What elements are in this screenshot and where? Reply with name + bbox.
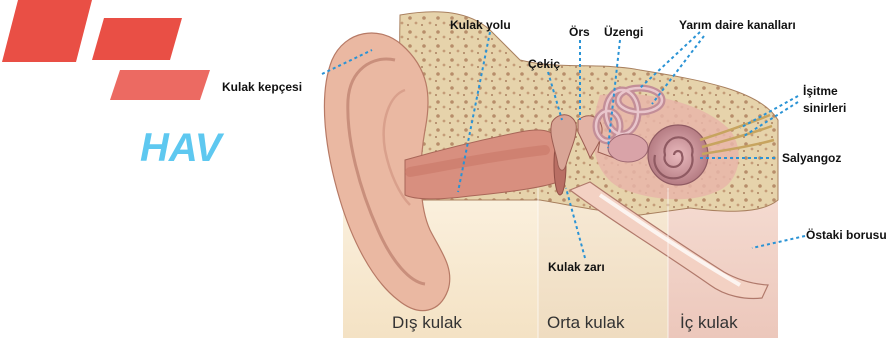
label-isitme-line2: sinirleri	[803, 101, 846, 115]
section-label-dis-kulak: Dış kulak	[392, 313, 462, 333]
label-uzengi: Üzengi	[604, 25, 643, 39]
label-yarim-daire-kanallari: Yarım daire kanalları	[679, 18, 796, 32]
vestibule	[608, 134, 648, 162]
label-salyangoz: Salyangoz	[782, 151, 841, 165]
section-label-ic-kulak: İç kulak	[680, 313, 738, 333]
cochlea	[648, 125, 708, 185]
label-kulak-yolu: Kulak yolu	[450, 18, 511, 32]
label-ostaki-borusu: Östaki borusu	[806, 228, 887, 242]
label-isitme-line1: İşitme	[803, 84, 838, 98]
label-cekic: Çekiç	[528, 57, 560, 71]
label-kulak-zari: Kulak zarı	[548, 260, 605, 274]
section-label-orta-kulak: Orta kulak	[547, 313, 624, 333]
label-kulak-kepcesi: Kulak kepçesi	[222, 80, 302, 94]
label-ors: Örs	[569, 25, 590, 39]
